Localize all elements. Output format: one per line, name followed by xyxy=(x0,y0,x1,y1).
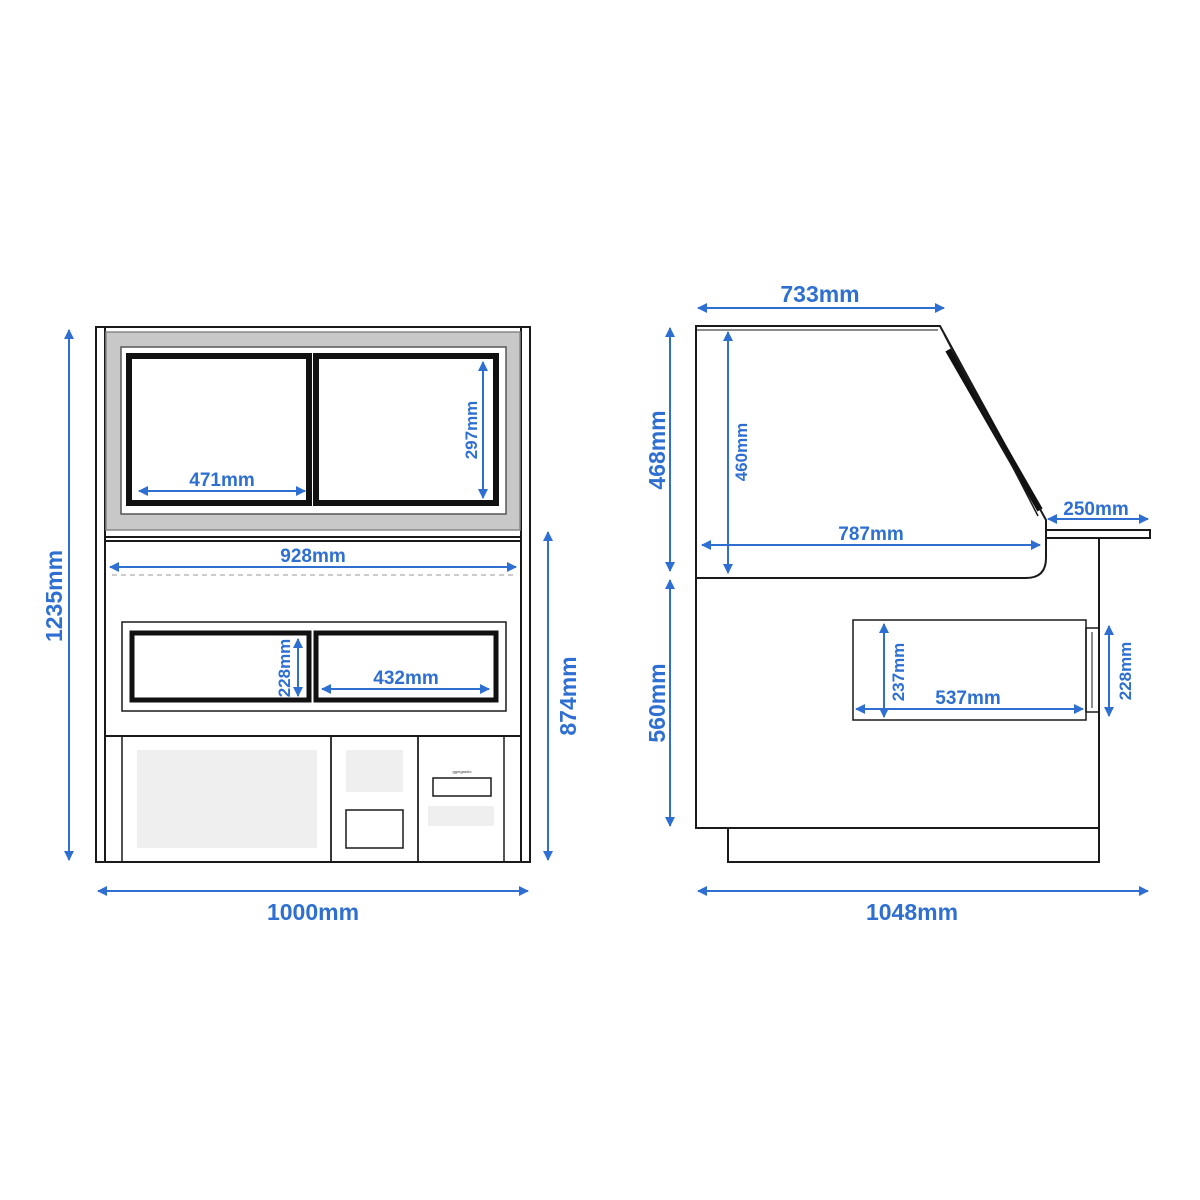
label-432mm: 432mm xyxy=(373,668,439,689)
label-537mm: 537mm xyxy=(935,688,1001,709)
side-door xyxy=(1085,627,1100,713)
front-upper-window-right xyxy=(313,353,499,506)
side-serving-shelf xyxy=(1045,529,1151,539)
label-460mm: 460mm xyxy=(732,423,751,482)
front-upper-window-left xyxy=(126,353,312,506)
label-787mm: 787mm xyxy=(838,524,904,545)
side-view xyxy=(695,325,1151,863)
label-297mm: 297mm xyxy=(462,401,481,460)
side-dimensions xyxy=(665,303,1149,896)
label-471mm: 471mm xyxy=(189,470,255,491)
label-1000mm: 1000mm xyxy=(267,899,359,925)
label-1048mm: 1048mm xyxy=(866,899,958,925)
label-874mm: 874mm xyxy=(555,656,581,735)
side-plinth xyxy=(727,827,1100,863)
front-lower-window-frame xyxy=(121,621,507,712)
label-928mm: 928mm xyxy=(280,546,346,567)
label-228mm-front: 228mm xyxy=(275,639,294,698)
label-560mm: 560mm xyxy=(644,663,670,742)
label-1235mm: 1235mm xyxy=(41,550,67,642)
front-view xyxy=(95,326,531,863)
front-dimensions xyxy=(64,329,553,896)
label-468mm: 468mm xyxy=(644,410,670,489)
label-228mm-side: 228mm xyxy=(1116,642,1135,701)
label-733mm: 733mm xyxy=(780,281,859,307)
label-237mm: 237mm xyxy=(889,643,908,702)
label-250mm: 250mm xyxy=(1063,499,1129,520)
logo-text: ggmgastro xyxy=(453,769,473,774)
front-lower-window-left xyxy=(129,630,312,703)
front-control-panel xyxy=(417,735,505,863)
